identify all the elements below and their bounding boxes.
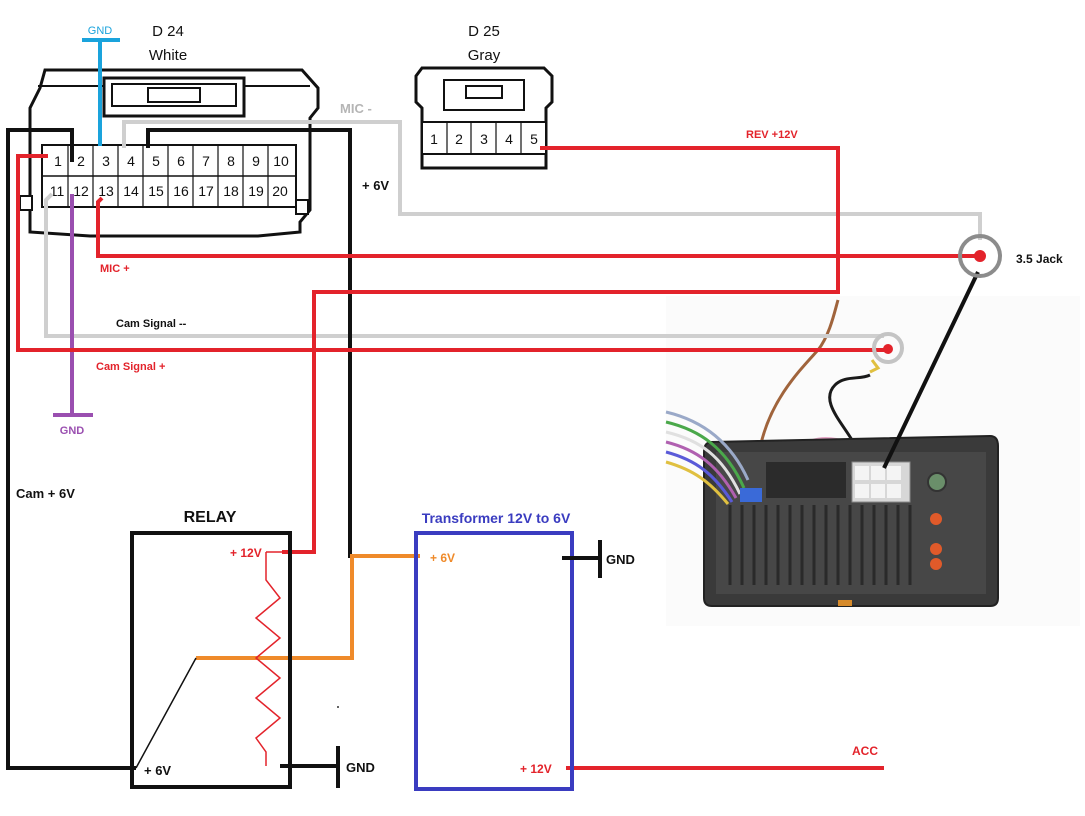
wire-gnd-purple — [53, 194, 93, 417]
d25-pin-5: 5 — [530, 131, 538, 147]
wire-cam-signal-minus — [44, 192, 884, 338]
d24-pin-11: 11 — [50, 183, 65, 199]
cam-signal-plus-label: Cam Signal + — [96, 361, 165, 373]
transformer-plus-12v-label: + 12V — [520, 762, 552, 776]
cam-plus-6v-label: Cam + 6V — [16, 486, 75, 501]
wire-rev-12v — [282, 146, 840, 554]
d24-pin-6: 6 — [177, 153, 185, 169]
transformer-plus-6v-label: + 6V — [430, 551, 455, 565]
transformer-gnd-label: GND — [606, 552, 635, 567]
d25-pin-4: 4 — [505, 131, 513, 147]
wire-gnd-blue — [82, 38, 120, 146]
d24-pin-7: 7 — [202, 153, 210, 169]
d25-pin-1: 1 — [430, 131, 438, 147]
wire-cam-signal-plus — [16, 154, 884, 352]
wire-plus-6v-orange — [196, 554, 420, 660]
plus-6v-side-label: + 6V — [362, 178, 389, 193]
d24-id: D 24 — [152, 23, 184, 40]
d24-color: White — [149, 47, 187, 64]
d25-pin-3: 3 — [480, 131, 488, 147]
mic-plus-label: MIC + — [100, 263, 130, 275]
d24-pin-10: 10 — [273, 153, 289, 169]
wire-cam-plus-6v — [6, 128, 136, 770]
gnd-top-label: GND — [88, 25, 113, 37]
d24-pin-8: 8 — [227, 153, 235, 169]
d25-pin-2: 2 — [455, 131, 463, 147]
d24-pin-17: 17 — [198, 183, 214, 199]
transformer — [414, 531, 602, 791]
wire-jack-to-unit — [882, 271, 980, 469]
gnd-purple-label: GND — [60, 425, 85, 437]
d24-pin-16: 16 — [173, 183, 189, 199]
connector-d25: 1 2 3 4 5 D 25 Gray — [414, 23, 554, 170]
d24-pin-12: 12 — [73, 183, 89, 199]
d24-pin-13: 13 — [98, 183, 114, 199]
d25-id: D 25 — [468, 23, 500, 40]
transformer-title: Transformer 12V to 6V — [422, 510, 571, 526]
d24-pin-20: 20 — [272, 183, 288, 199]
jack-label: 3.5 Jack — [1016, 252, 1063, 266]
d25-color: Gray — [468, 47, 501, 64]
d24-pin-14: 14 — [123, 183, 139, 199]
d24-pin-4: 4 — [127, 153, 135, 169]
relay-plus-12v-label: + 12V — [230, 546, 262, 560]
acc-label: ACC — [852, 744, 878, 758]
connector-d24: 1 2 3 4 5 6 7 8 9 10 11 12 13 14 15 16 1… — [19, 23, 320, 238]
relay-gnd-label: GND — [346, 760, 375, 775]
relay — [130, 531, 340, 789]
d24-pin-2: 2 — [77, 153, 85, 169]
d24-pin-9: 9 — [252, 153, 260, 169]
audio-jack-3-5 — [958, 234, 1002, 278]
wire-mic-minus — [122, 120, 982, 240]
relay-plus-6v-label: + 6V — [144, 763, 171, 778]
wire-mic-plus — [96, 196, 980, 258]
cam-signal-minus-label: Cam Signal -- — [116, 318, 187, 330]
d24-pin-5: 5 — [152, 153, 160, 169]
rev-12v-label: REV +12V — [746, 129, 798, 141]
d24-pin-15: 15 — [148, 183, 164, 199]
d24-pin-19: 19 — [248, 183, 264, 199]
relay-title: RELAY — [184, 509, 237, 526]
d24-pin-18: 18 — [223, 183, 239, 199]
rca-jack — [869, 332, 904, 374]
d24-pin-3: 3 — [102, 153, 110, 169]
mic-minus-label: MIC - — [340, 101, 372, 116]
d24-pin-1: 1 — [54, 153, 62, 169]
